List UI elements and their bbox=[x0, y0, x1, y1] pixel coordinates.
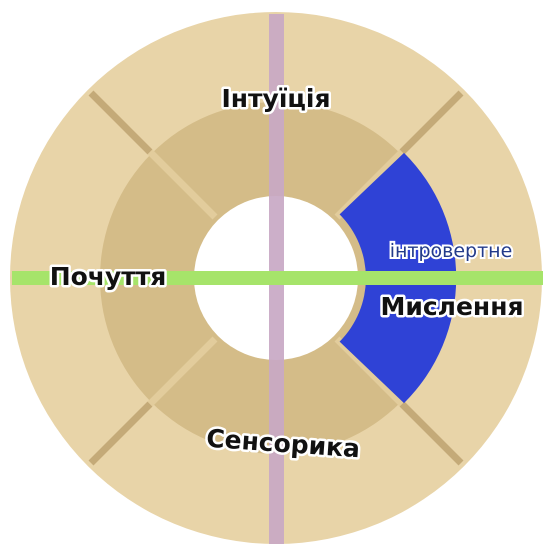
label-introverted: інтровертне bbox=[390, 240, 513, 262]
inner-divider-bottom-left bbox=[147, 336, 218, 407]
label-thinking: Мислення bbox=[380, 292, 523, 321]
divider-bottom-right bbox=[399, 401, 464, 466]
divider-top-left bbox=[88, 90, 153, 155]
inner-divider-top-right bbox=[334, 149, 405, 220]
label-intuition: Інтуїція bbox=[221, 84, 330, 113]
inner-ring-dividers bbox=[147, 149, 405, 407]
divider-top-right bbox=[399, 90, 464, 155]
outer-ring-dividers bbox=[88, 90, 464, 466]
divider-bottom-left bbox=[88, 401, 153, 466]
inner-divider-top-left bbox=[147, 149, 218, 220]
inner-divider-bottom-right bbox=[334, 336, 405, 407]
label-feeling: Почуття bbox=[50, 262, 167, 291]
horizontal-axis bbox=[12, 271, 543, 285]
